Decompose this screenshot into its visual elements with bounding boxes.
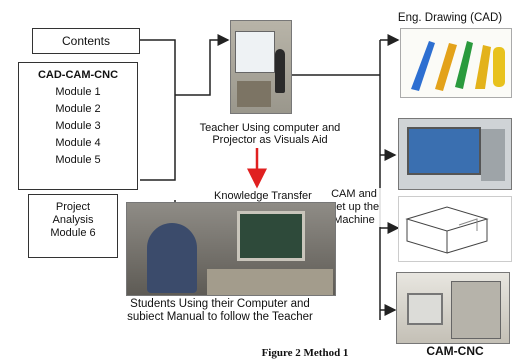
project-line-3: Module 6 (50, 227, 96, 239)
machine-panel (481, 129, 505, 181)
technical-drawing-graphic (405, 206, 489, 254)
project-line-2: Analysis (52, 214, 94, 226)
teacher-caption-1: Teacher Using computer and (199, 122, 341, 134)
modules-box: CAD-CAM-CNC Module 1 Module 2 Module 3 M… (18, 62, 138, 190)
eng-drawing-label: Eng. Drawing (CAD) (397, 12, 503, 24)
cnc-machine-photo (396, 272, 510, 344)
teacher-figure (275, 49, 285, 93)
module-2: Module 2 (55, 103, 101, 115)
contents-box: Contents (32, 28, 140, 54)
cad-parts-graphic (411, 41, 505, 91)
module-connector (140, 100, 176, 181)
teacher-desk (237, 81, 271, 107)
cam-caption-1: CAM and (331, 188, 377, 200)
teacher-caption: Teacher Using computer and Projector as … (170, 122, 370, 146)
project-line-1: Project (55, 201, 91, 213)
cam-caption-2: Set up the (328, 201, 380, 213)
knowledge-transfer-label: Knowledge Transfer (214, 190, 312, 202)
figure-caption: Figure 2 Method 1 (261, 347, 349, 359)
cad-part-5 (493, 47, 505, 87)
contents-label: Contents (61, 34, 111, 48)
to-teacher-arrow (175, 34, 230, 96)
project-box: Project Analysis Module 6 (28, 194, 118, 258)
student-figure (147, 223, 197, 293)
cam-cnc-label: CAM-CNC (426, 344, 484, 358)
module-5: Module 5 (55, 154, 101, 166)
projector-screen (235, 31, 275, 73)
cad-part-2 (435, 43, 457, 91)
contents-connector (140, 39, 176, 100)
cnc-machine-body (451, 281, 501, 339)
cad-drawing-image (400, 28, 512, 98)
machine-display (407, 127, 481, 175)
students-caption: Students Using their Computer and subiec… (80, 298, 360, 324)
technical-drawing-image (398, 196, 512, 262)
teacher-caption-2: Projector as Visuals Aid (212, 134, 328, 146)
cnc-monitor (407, 293, 443, 325)
module-4: Module 4 (55, 137, 101, 149)
teacher-photo (230, 20, 292, 114)
module-1: Module 1 (55, 86, 101, 98)
students-photo (126, 202, 336, 296)
cad-part-3 (455, 41, 473, 89)
students-caption-2: subiect Manual to follow the Teacher (127, 311, 313, 323)
student-desk (207, 269, 333, 295)
module-3: Module 3 (55, 120, 101, 132)
cad-part-1 (411, 41, 435, 91)
cad-part-4 (475, 45, 491, 89)
cam-setup-caption: CAM and Set up the Machine (326, 188, 382, 227)
machine-screen-image (398, 118, 512, 190)
student-monitor (237, 211, 305, 261)
cam-caption-3: Machine (333, 214, 375, 226)
students-caption-1: Students Using their Computer and (130, 298, 310, 310)
module-title: CAD-CAM-CNC (37, 69, 119, 81)
